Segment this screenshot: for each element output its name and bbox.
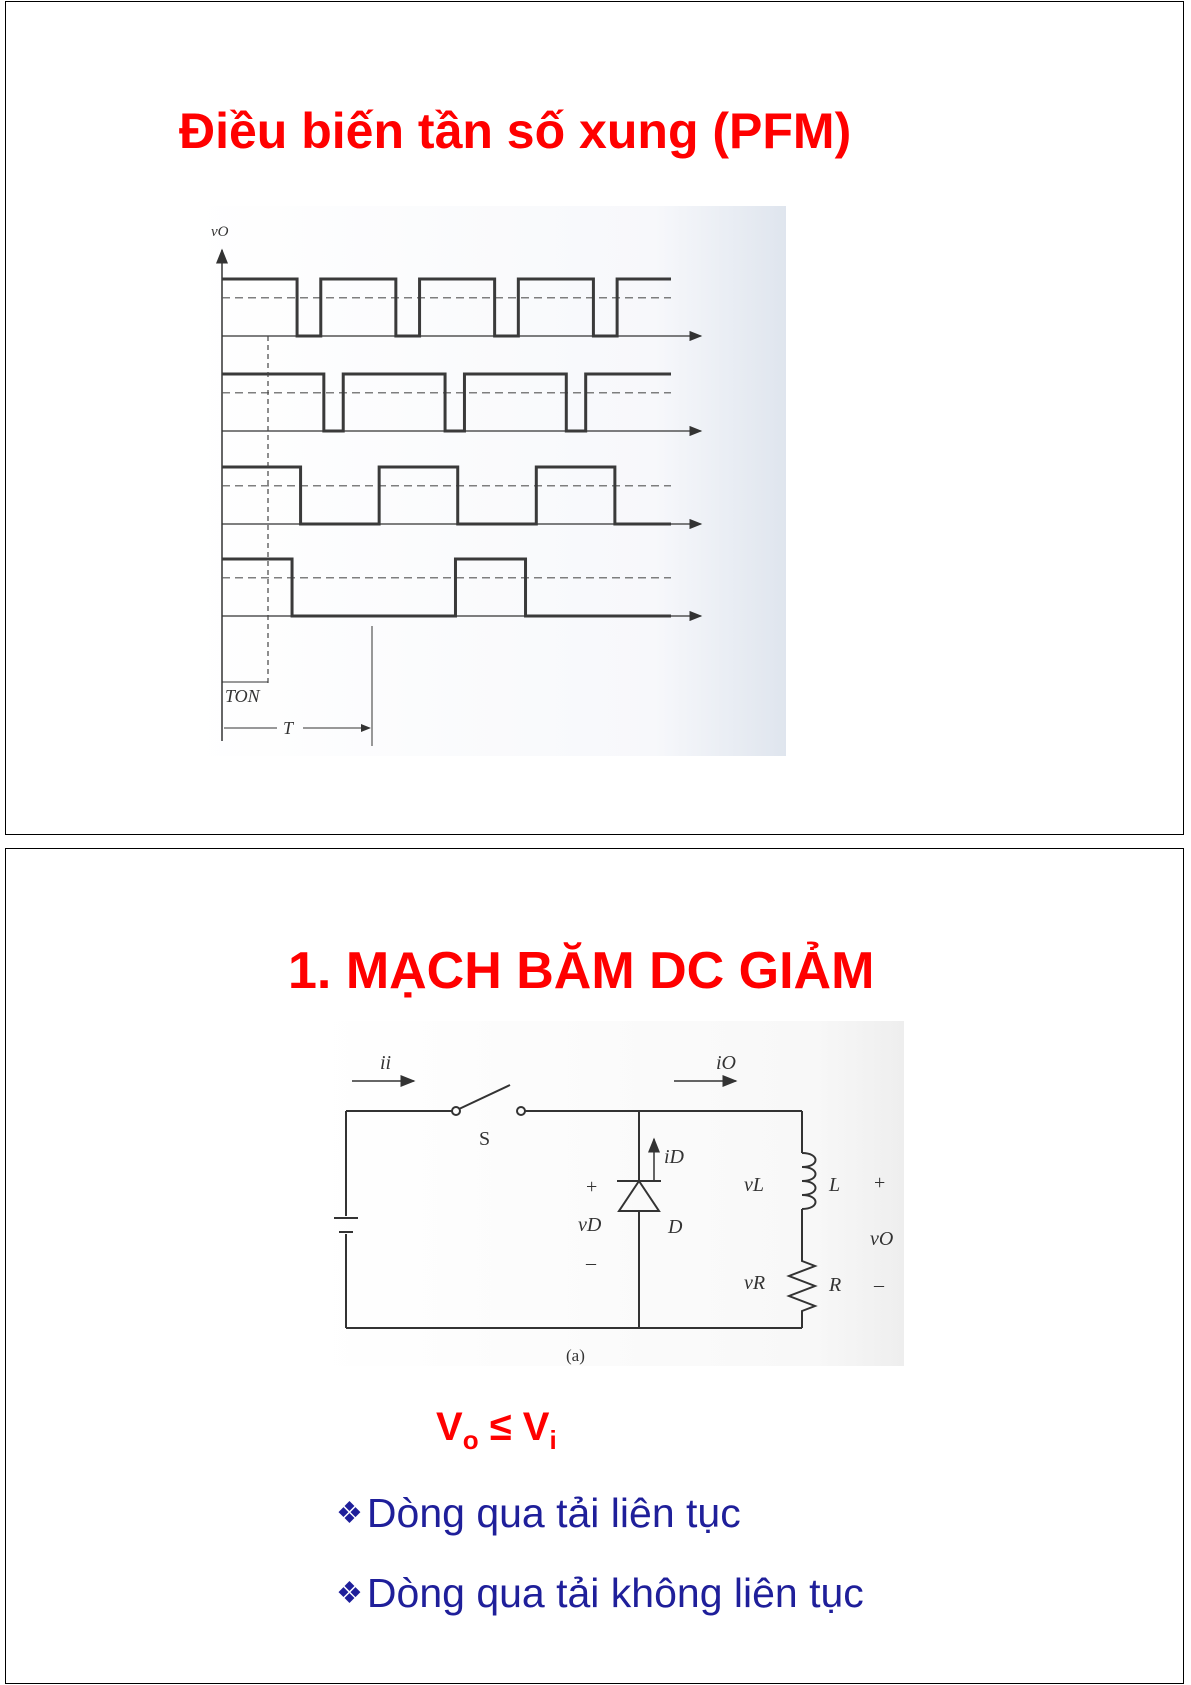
bullet-list: ❖Dòng qua tải liên tục ❖Dòng qua tải khô…: [336, 1489, 864, 1649]
diamond-bullet-icon: ❖: [336, 1577, 363, 1610]
label-id: iD: [664, 1146, 685, 1168]
label-l: L: [828, 1174, 840, 1196]
bullet-text: Dòng qua tải không liên tục: [367, 1570, 864, 1616]
label-io: iO: [716, 1052, 736, 1074]
label-minus-diode: –: [585, 1252, 597, 1274]
label-vd: vD: [578, 1214, 602, 1236]
label-caption: (a): [566, 1346, 585, 1365]
slide-title-buck: 1. MẠCH BĂM DC GIẢM: [288, 941, 874, 1001]
eq-vo: V: [436, 1405, 463, 1449]
ton-label: TON: [225, 686, 261, 706]
list-item: ❖Dòng qua tải liên tục: [336, 1489, 864, 1569]
label-vl: vL: [744, 1174, 764, 1196]
eq-vo-sub: o: [463, 1425, 479, 1455]
bullet-text: Dòng qua tải liên tục: [367, 1490, 741, 1536]
figure-paper: [191, 206, 786, 756]
eq-vi-sub: i: [549, 1425, 556, 1455]
circuit-paper: [314, 1021, 904, 1366]
voltage-relation: Vo ≤ Vi: [436, 1405, 557, 1456]
label-plus-diode: +: [586, 1176, 597, 1198]
axis-label-vo: vO: [211, 224, 229, 240]
label-d: D: [667, 1216, 683, 1238]
eq-op: ≤: [479, 1405, 523, 1449]
buck-circuit-diagram: ii iO S iD vL L + vO vR R – + vD D – (a): [314, 1021, 904, 1366]
slide-title-pfm: Điều biến tần số xung (PFM): [179, 102, 851, 160]
label-ii: ii: [380, 1052, 391, 1074]
eq-vi: V: [523, 1405, 550, 1449]
label-vo: vO: [870, 1228, 893, 1250]
slide-pfm: Điều biến tần số xung (PFM) vO TON: [5, 1, 1184, 835]
list-item: ❖Dòng qua tải không liên tục: [336, 1569, 864, 1649]
diamond-bullet-icon: ❖: [336, 1497, 363, 1530]
label-plus-load: +: [874, 1172, 885, 1194]
slide-buck-chopper: 1. MẠCH BĂM DC GIẢM: [5, 848, 1184, 1684]
label-switch: S: [479, 1128, 490, 1150]
pfm-waveform-figure: vO TON T: [191, 206, 786, 756]
label-minus-load: –: [873, 1274, 885, 1296]
label-vr: vR: [744, 1272, 765, 1294]
label-r: R: [828, 1274, 841, 1296]
